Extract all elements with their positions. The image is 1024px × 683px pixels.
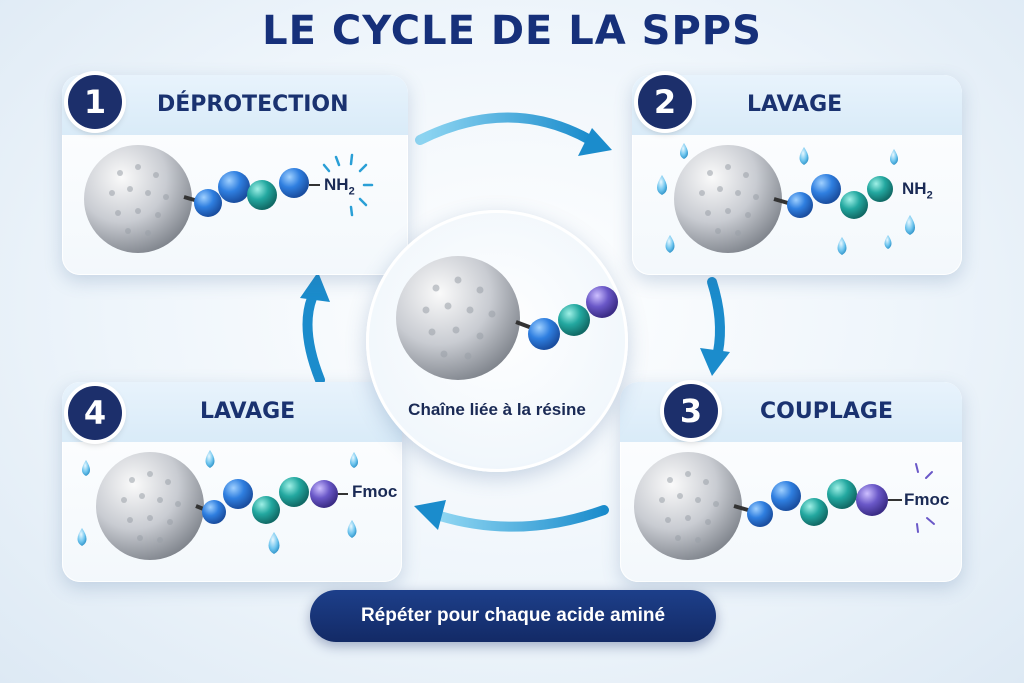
amino-acid-bead: [856, 484, 888, 516]
amino-acid-bead: [310, 480, 338, 508]
step-1-label: DÉPROTECTION: [157, 92, 349, 117]
amino-acid-bead: [279, 168, 309, 198]
amino-acid-bead: [840, 191, 868, 219]
amino-acid-bead: [586, 286, 618, 318]
water-drops: [77, 450, 358, 554]
arrow-1-to-2-head: [578, 128, 612, 156]
amino-acid-bead: [202, 500, 226, 524]
arrow-2-to-3: [707, 277, 725, 357]
diagram-title: LE CYCLE DE LA SPPS: [262, 8, 762, 54]
step-3-illustration: [634, 452, 935, 560]
water-drops: [657, 143, 915, 255]
step-3-label: COUPLAGE: [760, 399, 893, 424]
amino-acid-bead: [218, 171, 250, 203]
resin-bead: [84, 145, 192, 253]
amino-acid-bead: [558, 304, 590, 336]
amino-acid-bead: [528, 318, 560, 350]
resin-bead: [96, 452, 204, 560]
step-2-label: LAVAGE: [747, 92, 843, 117]
step-2-number-badge: 2: [638, 75, 692, 129]
arrow-1-to-2: [415, 112, 595, 145]
center-illustration: [396, 256, 618, 380]
amino-acid-bead: [867, 176, 893, 202]
repeat-banner: Répéter pour chaque acide aminé: [310, 590, 716, 642]
step-3-end-group: Fmoc: [904, 490, 950, 509]
step-1-card: DÉPROTECTION NH2: [62, 75, 408, 275]
amino-acid-bead: [811, 174, 841, 204]
arrow-3-to-4: [435, 505, 609, 532]
arrow-4-to-1-head: [300, 272, 330, 302]
amino-acid-bead: [223, 479, 253, 509]
amino-acid-bead: [194, 189, 222, 217]
amino-acid-bead: [279, 477, 309, 507]
arrow-2-to-3-head: [700, 348, 730, 376]
step-1-number-badge: 1: [68, 75, 122, 129]
step-1-illustration: [84, 145, 374, 253]
step-4-end-group: Fmoc: [352, 482, 398, 501]
step-4-label: LAVAGE: [200, 399, 296, 424]
resin-bead: [674, 145, 782, 253]
amino-acid-bead: [747, 501, 773, 527]
arrow-3-to-4-head: [414, 500, 446, 530]
step-3-number-badge: 3: [664, 384, 718, 438]
amino-acid-bead: [252, 496, 280, 524]
resin-bead: [634, 452, 742, 560]
resin-bead: [396, 256, 520, 380]
center-label: Chaîne liée à la résine: [408, 400, 586, 419]
amino-acid-bead: [787, 192, 813, 218]
amino-acid-bead: [800, 498, 828, 526]
amino-acid-bead: [247, 180, 277, 210]
step-4-card: LAVAGE Fmoc: [62, 382, 402, 582]
center-resin-circle: Chaîne liée à la résine: [366, 210, 628, 472]
amino-acid-bead: [771, 481, 801, 511]
arrow-4-to-1: [302, 293, 325, 385]
step-4-number-badge: 4: [68, 386, 122, 440]
step-1-end-group: NH2: [324, 175, 355, 198]
step-2-illustration: [657, 143, 915, 255]
step-2-end-group: NH2: [902, 179, 933, 202]
amino-acid-bead: [827, 479, 857, 509]
step-4-illustration: [77, 450, 358, 560]
